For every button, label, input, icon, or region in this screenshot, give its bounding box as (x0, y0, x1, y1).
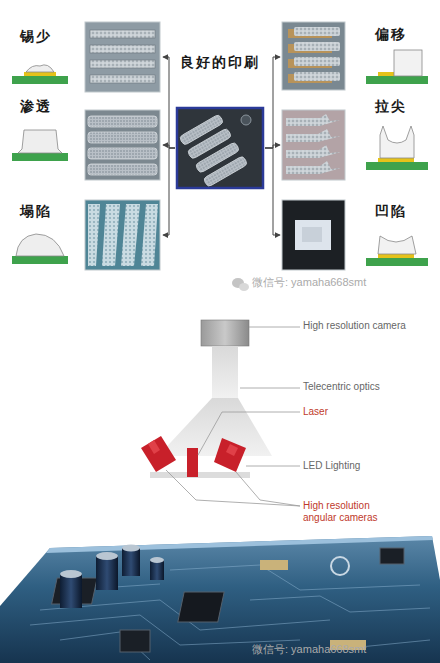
defect-box: 凹陷 (280, 198, 435, 272)
defect-box: 拉尖 (280, 95, 435, 182)
defect-box: 塌陷 (5, 198, 163, 272)
defect-label: 拉尖 (375, 98, 407, 116)
branch-connector (163, 57, 175, 148)
watermark: 微信号: yamaha668smt (252, 643, 402, 656)
defect-photo (85, 22, 160, 92)
defect-photo (85, 110, 160, 180)
cross-section-icon (366, 126, 428, 170)
defect-label: 偏移 (375, 26, 407, 44)
pcb-board (0, 536, 440, 663)
leader-line (166, 327, 300, 506)
component-label: High resolution camera (303, 320, 438, 332)
good-print-photo (177, 108, 263, 188)
branch-connector (163, 145, 175, 148)
defect-photo (282, 110, 345, 180)
defect-label: 渗透 (20, 98, 52, 116)
defect-label: 塌陷 (20, 203, 52, 221)
cross-section-icon (366, 236, 428, 266)
good-print-box: 良好的印刷 (175, 50, 265, 190)
cross-section-icon (12, 234, 68, 264)
branch-connector (163, 148, 175, 235)
defect-box: 渗透 (5, 95, 163, 182)
component-label: High resolution angular cameras (303, 500, 398, 524)
cross-section-icon (12, 130, 68, 161)
watermark: 微信号: yamaha668smt (252, 276, 402, 289)
defect-label: 良好的印刷 (175, 54, 265, 72)
branch-connector (265, 145, 280, 148)
cross-section-icon (366, 50, 428, 84)
component-label: Telecentric optics (303, 381, 438, 393)
cross-section-icon (12, 65, 68, 84)
defect-box: 锡少 (5, 20, 163, 92)
inspection-head (141, 320, 272, 478)
component-label: LED Lighting (303, 460, 438, 472)
defect-photo (282, 200, 345, 270)
defect-label: 锡少 (20, 28, 52, 46)
branch-connector (265, 148, 280, 235)
defect-photo (282, 22, 345, 90)
branch-connector (265, 57, 280, 148)
capacitor (60, 545, 164, 609)
defect-label: 凹陷 (375, 203, 407, 221)
defect-photo (85, 200, 160, 270)
component-label: Laser (303, 406, 438, 418)
defect-box: 偏移 (280, 20, 435, 92)
